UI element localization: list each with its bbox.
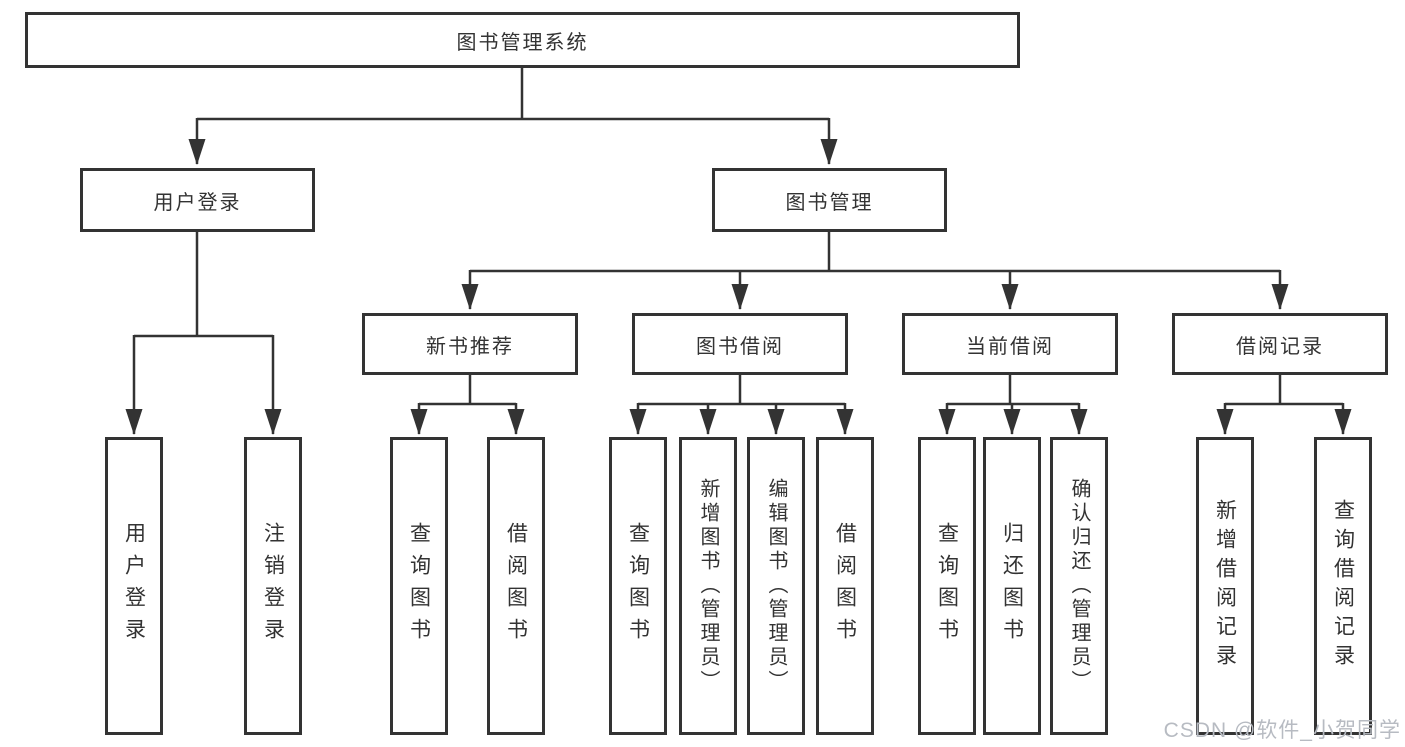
leaf-recommend-borrow-books: 借阅图书 [487,437,545,735]
node-borrowing-records: 借阅记录 [1172,313,1388,375]
leaf-borrowing-query-books: 查询图书 [609,437,667,735]
leaf-user-login: 用户登录 [105,437,163,735]
node-borrowing-records-label: 借阅记录 [1236,335,1324,358]
leaf-recommend-query-books-label: 查询图书 [407,522,431,650]
node-book-borrowing-label: 图书借阅 [696,335,784,358]
leaf-borrowing-query-books-label: 查询图书 [626,522,650,650]
node-new-book-recommend: 新书推荐 [362,313,578,375]
node-root-label: 图书管理系统 [456,31,589,54]
node-book-management: 图书管理 [712,168,947,232]
leaf-user-login-label: 用户登录 [122,522,146,650]
node-book-borrowing: 图书借阅 [632,313,848,375]
leaf-recommend-borrow-books-label: 借阅图书 [504,522,528,650]
leaf-add-books-admin-label: 新增图书（管理员） [697,478,719,694]
leaf-return-books-label: 归还图书 [1000,522,1024,650]
leaf-logout-label: 注销登录 [261,522,285,650]
node-current-borrowing: 当前借阅 [902,313,1118,375]
node-new-book-recommend-label: 新书推荐 [426,335,514,358]
leaf-borrow-books-label: 借阅图书 [833,522,857,650]
leaf-borrow-books: 借阅图书 [816,437,874,735]
leaf-add-books-admin: 新增图书（管理员） [679,437,737,735]
leaf-current-query-books-label: 查询图书 [935,522,959,650]
node-user-login-label: 用户登录 [153,191,242,214]
leaf-add-borrow-record-label: 新增借阅记录 [1213,499,1237,673]
leaf-return-books: 归还图书 [983,437,1041,735]
leaf-query-borrow-record-label: 查询借阅记录 [1331,499,1355,673]
node-root: 图书管理系统 [25,12,1020,68]
leaf-logout: 注销登录 [244,437,302,735]
leaf-edit-books-admin-label: 编辑图书（管理员） [765,478,787,694]
leaf-recommend-query-books: 查询图书 [390,437,448,735]
csdn-watermark: CSDN @软件_小贺同学 [1163,719,1401,742]
leaf-confirm-return-admin: 确认归还（管理员） [1050,437,1108,735]
leaf-confirm-return-admin-label: 确认归还（管理员） [1068,478,1090,694]
leaf-add-borrow-record: 新增借阅记录 [1196,437,1254,735]
leaf-current-query-books: 查询图书 [918,437,976,735]
leaf-edit-books-admin: 编辑图书（管理员） [747,437,805,735]
leaf-query-borrow-record: 查询借阅记录 [1314,437,1372,735]
node-current-borrowing-label: 当前借阅 [966,335,1054,358]
node-book-management-label: 图书管理 [785,191,874,214]
node-user-login: 用户登录 [80,168,315,232]
